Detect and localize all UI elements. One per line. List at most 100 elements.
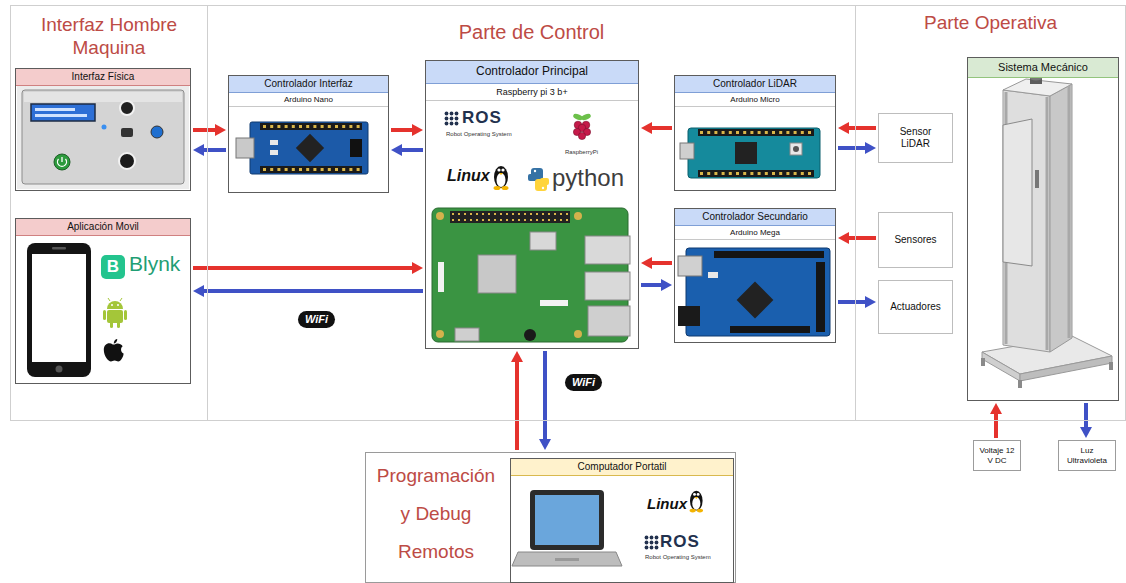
- ros-logo-dots: [645, 546, 649, 550]
- android-icon: [108, 298, 122, 301]
- computer-box: Computador PortatilLinuxROSRobot Operati…: [510, 458, 734, 583]
- ros-logo-dots: [655, 541, 659, 545]
- raspberry-pi-board: [478, 255, 516, 293]
- ros-logo-dots: [645, 541, 649, 545]
- sensor-box: Sensor LiDAR: [878, 113, 953, 163]
- arduino-nano-board: [270, 150, 278, 155]
- raspberry-pi-board: [436, 330, 444, 338]
- box-label: Actuadores: [890, 301, 941, 313]
- android-icon: [103, 298, 127, 328]
- ros-logo-dots: [645, 536, 649, 540]
- arduino-nano-board: [296, 134, 324, 162]
- raspberry-pi-board: [438, 262, 444, 292]
- cabinet-drawing: [1003, 79, 1072, 96]
- box-subheader: Raspberry pi 3 b+: [426, 84, 638, 101]
- section-title: Parte de Control: [208, 20, 855, 44]
- raspberry-pi-board: [450, 211, 570, 223]
- arduino-mega-board: [708, 272, 718, 278]
- box-header: Computador Portatil: [511, 459, 733, 476]
- logo-text: ROS: [660, 533, 700, 550]
- apple-icon: [104, 339, 124, 362]
- cabinet-drawing: [1018, 380, 1022, 388]
- signal-arrow: [652, 261, 672, 265]
- raspberry-pi-board: [585, 272, 630, 300]
- control-panel-photo: [24, 92, 182, 102]
- signal-arrow: [652, 126, 672, 130]
- cabinet-drawing: [1109, 362, 1113, 370]
- arduino-micro-board: [700, 172, 812, 175]
- raspberry-pi-board: [436, 212, 444, 220]
- control-panel-photo: [22, 90, 184, 184]
- penguin-icon: [693, 493, 696, 496]
- android-icon: [117, 321, 120, 328]
- arduino-micro-board: [680, 128, 820, 178]
- mechanical-system-box: Sistema Mecánico: [967, 57, 1119, 401]
- cabinet-drawing: [1068, 86, 1071, 338]
- signal-arrow: [543, 351, 547, 439]
- laptop-icon: [512, 490, 622, 566]
- smartphone-icon: [32, 254, 86, 362]
- box-subheader: Arduino Micro: [675, 93, 835, 107]
- smartphone-icon: [27, 243, 91, 377]
- arduino-mega-board: [730, 326, 810, 333]
- signal-arrow: [515, 362, 519, 450]
- ros-logo-dots: [450, 112, 454, 116]
- android-icon: [110, 321, 113, 328]
- raspberry-pi-board: [574, 330, 582, 338]
- box-header: Aplicación Movil: [16, 219, 190, 236]
- penguin-icon: [494, 166, 508, 188]
- power-box: Voltaje 12 V DC: [973, 440, 1021, 471]
- cabinet-drawing: [981, 358, 985, 366]
- controller-box: Controlador InterfazArduino Nano: [228, 75, 389, 193]
- apple-icon: [104, 343, 124, 361]
- cabinet-drawing: [1003, 90, 1050, 352]
- signal-arrow: [641, 283, 661, 287]
- cabinet-drawing: [1020, 356, 1112, 381]
- smartphone-icon: [27, 243, 91, 377]
- python-icon: [542, 187, 544, 189]
- cabinet-drawing: [1046, 97, 1049, 350]
- penguin-icon: [697, 493, 700, 496]
- raspberry-pi-board: [574, 212, 582, 220]
- controller-box: Controlador LiDARArduino Micro: [674, 75, 836, 191]
- box-header: Sistema Mecánico: [968, 58, 1118, 78]
- apple-icon: [114, 339, 118, 344]
- arduino-nano-board: [260, 123, 362, 130]
- ros-logo-dots: [650, 546, 654, 550]
- raspberry-logo: [572, 113, 591, 140]
- penguin-icon: [690, 491, 703, 511]
- penguin-icon: [695, 497, 699, 499]
- arduino-micro-board: [688, 128, 820, 178]
- penguin-icon: [499, 173, 503, 175]
- signal-arrow: [838, 146, 865, 150]
- control-panel-photo: [35, 114, 87, 117]
- signal-arrow: [849, 126, 876, 130]
- control-panel-photo: [120, 101, 134, 115]
- box-subheader: Arduino Mega: [675, 226, 835, 240]
- penguin-icon: [497, 173, 506, 187]
- controller-box: Controlador SecundarioArduino Mega: [674, 208, 836, 343]
- arduino-mega-board: [678, 248, 830, 336]
- arduino-micro-board: [698, 170, 814, 177]
- arduino-micro-board: [700, 131, 812, 134]
- box-label: Sensores: [894, 234, 936, 246]
- arduino-nano-board: [236, 122, 368, 174]
- ros-logo-dots: [650, 541, 654, 545]
- laptop-icon: [535, 495, 599, 545]
- logo-text: Robot Operating System: [446, 131, 512, 137]
- box-subheader: Arduino Nano: [229, 93, 388, 107]
- control-panel-photo: [102, 125, 107, 130]
- arduino-mega-board: [678, 256, 702, 276]
- python-icon: [540, 178, 549, 185]
- signal-arrow: [994, 414, 998, 438]
- raspberry-logo: [580, 113, 591, 121]
- cabinet-drawing: [1003, 119, 1032, 266]
- logo-text: python: [552, 166, 624, 190]
- cabinet-drawing: [1050, 84, 1072, 352]
- penguin-icon: [497, 168, 500, 171]
- signal-arrow: [1084, 403, 1088, 427]
- arduino-micro-board: [790, 143, 802, 155]
- logo-text: RaspberryPi: [565, 149, 598, 155]
- control-panel-photo: [17, 84, 189, 189]
